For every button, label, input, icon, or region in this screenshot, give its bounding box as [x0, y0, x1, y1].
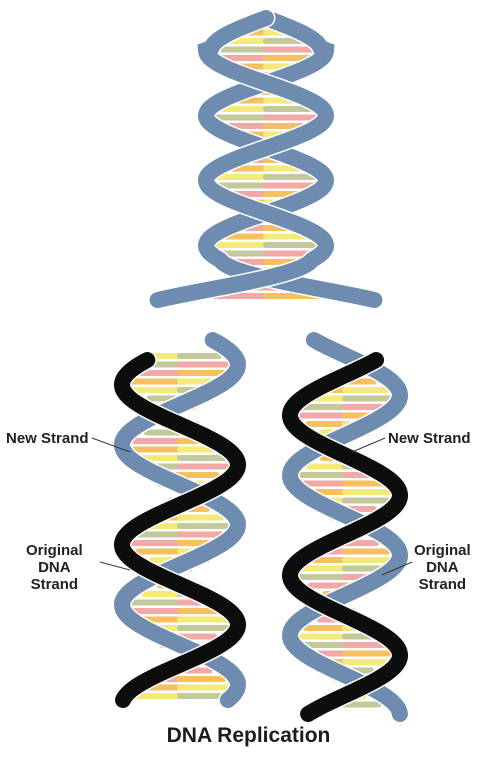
original-label-line: Original [26, 542, 83, 559]
diagram-title: DNA Replication [0, 724, 497, 748]
original-label-line: Strand [414, 576, 471, 593]
original-label-line: Strand [26, 576, 83, 593]
original-label-line: Original [414, 542, 471, 559]
original-label-line: DNA [26, 559, 83, 576]
new-strand-label-left: New Strand [6, 430, 89, 447]
new-strand-label-right: New Strand [388, 430, 471, 447]
original-strand-label-right: Original DNA Strand [414, 542, 471, 593]
original-strand-label-left: Original DNA Strand [26, 542, 83, 593]
original-label-line: DNA [414, 559, 471, 576]
